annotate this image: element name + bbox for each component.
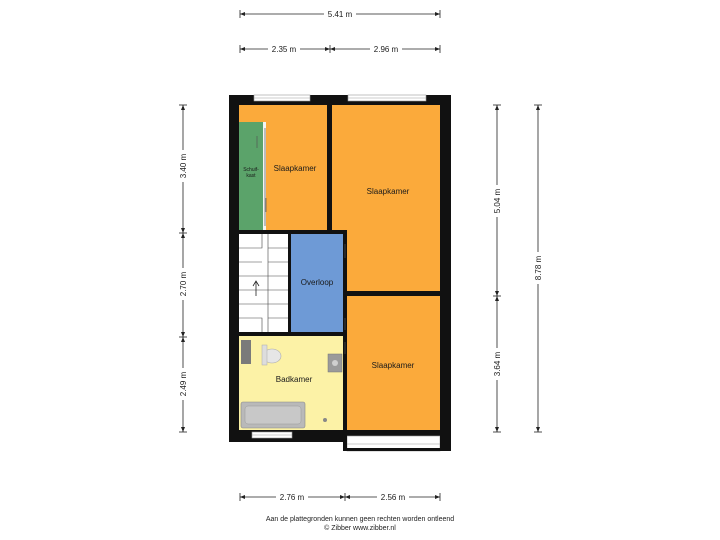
- dim-left-lower: 2.49 m: [179, 371, 188, 396]
- doors: [256, 128, 346, 354]
- dim-right-upper: 5.04 m: [493, 188, 502, 213]
- dim-right-lower: 3.64 m: [493, 351, 502, 376]
- bedroom-top-right: [332, 105, 440, 291]
- bedroom-bottom-right: [347, 296, 440, 430]
- radiator: [241, 340, 251, 364]
- footer-disclaimer: Aan de plattegronden kunnen geen rechten…: [265, 516, 455, 523]
- label-bedroom-bottom-right: Slaapkamer: [372, 361, 415, 370]
- dim-bottom-right: 2.56 m: [381, 493, 406, 502]
- dimension-labels: 5.41 m 2.35 m 2.96 m 3.40 m 2.70 m 2.49 …: [177, 8, 544, 503]
- stair-steps: [239, 234, 288, 332]
- label-bedroom-top-right: Slaapkamer: [367, 187, 410, 196]
- stairs: [239, 234, 288, 332]
- drain: [323, 418, 327, 422]
- closet: [239, 122, 263, 230]
- rooms: [239, 105, 440, 430]
- label-bedroom-top-left: Slaapkamer: [274, 164, 317, 173]
- dim-top-left: 2.35 m: [272, 45, 297, 54]
- label-landing: Overloop: [301, 278, 334, 287]
- landing: [291, 234, 343, 332]
- bathroom-fixtures: [240, 340, 343, 429]
- label-closet-line1: Schuif-: [243, 167, 259, 173]
- label-closet-line2: kast: [246, 173, 256, 179]
- label-bathroom: Badkamer: [276, 375, 313, 384]
- dim-left-middle: 2.70 m: [179, 271, 188, 296]
- dim-top-total: 5.41 m: [328, 10, 353, 19]
- room-labels: Slaapkamer Slaapkamer Overloop Badkamer …: [243, 164, 414, 384]
- windows: [251, 94, 441, 452]
- dim-left-upper: 3.40 m: [179, 153, 188, 178]
- dim-right-total: 8.78 m: [534, 255, 543, 280]
- footer-copyright: © Zibber www.zibber.nl: [324, 525, 396, 532]
- dim-top-right: 2.96 m: [374, 45, 399, 54]
- dim-bottom-left: 2.76 m: [280, 493, 305, 502]
